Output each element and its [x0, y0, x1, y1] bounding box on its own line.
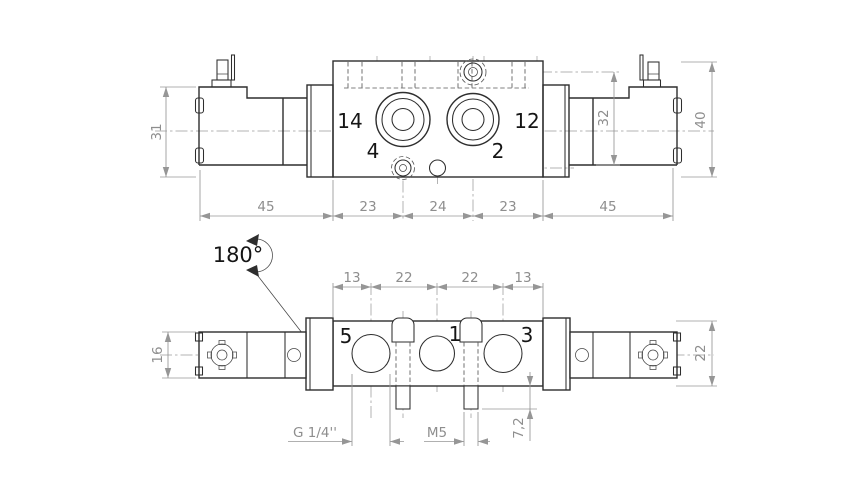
- thread-label-g14: G 1/4'': [293, 425, 337, 441]
- port-label-5: 5: [340, 324, 353, 348]
- bottom-small-hole-threaded: [391, 156, 415, 180]
- left-end-plate: [305, 317, 334, 391]
- leader-line: [257, 275, 307, 339]
- mounting-screw-right: [459, 317, 483, 410]
- rotation-label: 180°: [213, 243, 264, 267]
- right-block-clip-top: [672, 332, 682, 342]
- pilot-port-14-circle: [375, 91, 431, 148]
- left-solenoid-clip-top: [194, 97, 205, 114]
- right-solenoid: [542, 54, 683, 178]
- right-solenoid-clip-bottom: [672, 147, 683, 164]
- port-5-circle: [351, 333, 391, 374]
- hidden-recess-outline: [344, 62, 529, 89]
- dim-7-2: 7,2: [511, 417, 527, 438]
- port-label-14: 14: [337, 109, 362, 133]
- dim-22-right: 22: [461, 270, 478, 286]
- dim-23-left: 23: [359, 199, 376, 215]
- top-view: 14 12 4 2 31 32 40 45 23 24 23 45: [149, 54, 717, 221]
- top-view-dimensions: 31 32 40 45 23 24 23 45: [149, 61, 717, 221]
- mounting-screw-left: [391, 317, 415, 410]
- dim-45-right: 45: [599, 199, 616, 215]
- dim-31: 31: [149, 123, 165, 140]
- bottom-view: 180°: [150, 234, 717, 446]
- right-connector-pins: [639, 54, 662, 88]
- right-block-clip-bottom: [672, 366, 682, 376]
- left-solenoid: [194, 54, 334, 178]
- valve-body-front: [332, 60, 544, 178]
- right-end-plate: [542, 317, 571, 391]
- dim-22-left: 22: [395, 270, 412, 286]
- right-solenoid-clip-top: [672, 97, 683, 114]
- manual-override-left: [207, 340, 237, 370]
- top-small-hole: [459, 58, 487, 86]
- thread-label-m5: M5: [427, 425, 447, 441]
- rotation-arrow-icon: [246, 234, 273, 277]
- dim-22-side: 22: [693, 344, 709, 361]
- port-label-4: 4: [367, 139, 380, 163]
- dim-24: 24: [429, 199, 446, 215]
- left-pilot-hole: [287, 348, 301, 362]
- dim-13-left: 13: [343, 270, 360, 286]
- port-label-3: 3: [521, 323, 534, 347]
- dim-23-right: 23: [499, 199, 516, 215]
- bottom-view-dimensions: 13 22 22 13 16 22 7,2 G 1/4'' M5: [150, 270, 717, 446]
- left-connector-pins: [211, 54, 236, 88]
- left-solenoid-clip-bottom: [194, 147, 205, 164]
- dim-32: 32: [596, 109, 612, 126]
- dim-13-right: 13: [514, 270, 531, 286]
- port-label-12: 12: [514, 109, 539, 133]
- left-end-block: [194, 331, 307, 379]
- dim-40: 40: [693, 111, 709, 128]
- manual-override-right: [638, 340, 668, 370]
- right-end-block: [569, 331, 682, 379]
- left-block-clip-bottom: [194, 366, 204, 376]
- right-pilot-hole: [575, 348, 589, 362]
- port-label-2: 2: [492, 139, 505, 163]
- port-1-circle: [418, 335, 456, 372]
- dim-45-left: 45: [257, 199, 274, 215]
- pilot-port-12-circle: [446, 92, 500, 147]
- dim-16: 16: [150, 346, 166, 363]
- port-label-1: 1: [449, 322, 462, 346]
- left-block-clip-top: [194, 332, 204, 342]
- port-3-circle: [483, 333, 523, 374]
- bottom-small-hole: [428, 159, 447, 177]
